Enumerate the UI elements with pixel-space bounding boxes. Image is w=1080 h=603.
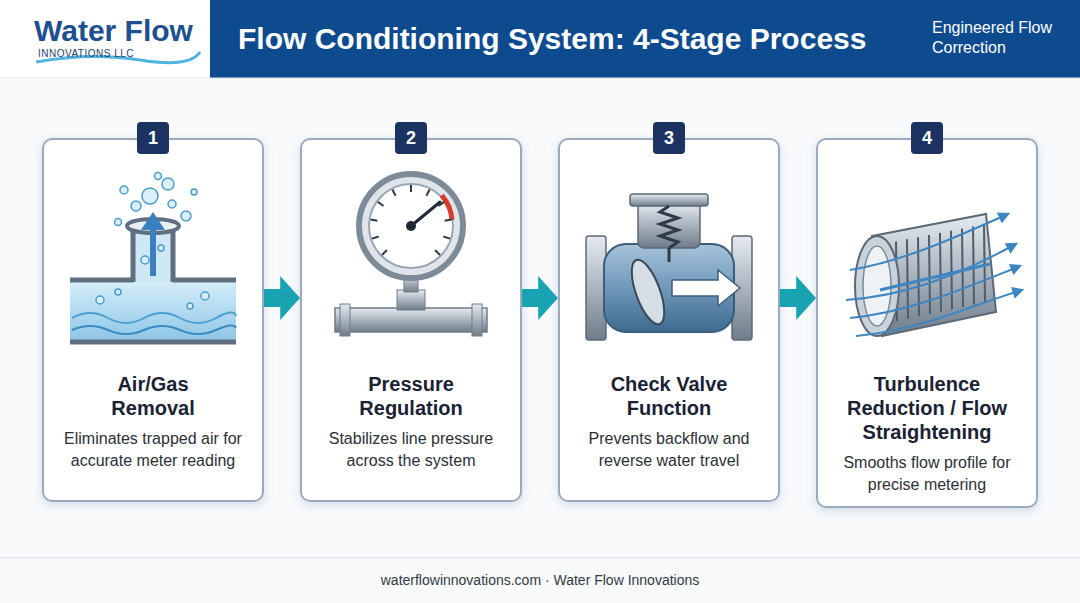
- step-number: 3: [664, 129, 674, 147]
- card-ground: [300, 138, 522, 502]
- step-badge: 4: [911, 122, 943, 154]
- stage-heading: Check Valve Function: [594, 372, 744, 420]
- header-rule: [0, 78, 1080, 79]
- stage-description: Eliminates trapped air for accurate mete…: [50, 428, 256, 471]
- header-tagline: Engineered Flow Correction: [932, 18, 1072, 58]
- stage-description: Stabilizes line pressure across the syst…: [308, 428, 514, 471]
- flow-arrow: [780, 276, 816, 320]
- card-ground: [558, 138, 780, 502]
- stage-description: Smooths flow profile for precise meterin…: [824, 452, 1030, 495]
- card-grounds: [42, 138, 1038, 508]
- header-band: [210, 0, 1080, 78]
- stage-card: Air/Gas RemovalEliminates trapped air fo…: [42, 138, 264, 502]
- footer-caption: waterflowinnovations.com · Water Flow In…: [0, 572, 1080, 588]
- stage-card: Check Valve FunctionPrevents backflow an…: [558, 138, 780, 502]
- step-badge: 1: [137, 122, 169, 154]
- logo-subline: INNOVATIONS LLC: [38, 48, 134, 59]
- flow-arrow: [264, 276, 300, 320]
- flow-arrow: [522, 276, 558, 320]
- stage-heading: Air/Gas Removal: [78, 372, 228, 420]
- step-number: 2: [406, 129, 416, 147]
- step-number: 1: [148, 129, 158, 147]
- page-title: Flow Conditioning System: 4-Stage Proces…: [238, 21, 866, 57]
- flow-straightener: [846, 214, 1022, 336]
- air-release-tee: [70, 173, 236, 343]
- stage-heading: Pressure Regulation: [336, 372, 486, 420]
- check-valve: [586, 194, 752, 340]
- logo-ground: [0, 0, 1080, 78]
- stage-heading: Turbulence Reduction / Flow Straightenin…: [824, 372, 1030, 444]
- step-number: 4: [922, 129, 932, 147]
- stage-description: Prevents backflow and reverse water trav…: [566, 428, 772, 471]
- stage-card: Pressure RegulationStabilizes line press…: [300, 138, 522, 502]
- logo-wordmark: Water Flow: [34, 14, 193, 48]
- card-ground: [816, 138, 1038, 508]
- footer-rule: [0, 558, 1080, 559]
- card-ground: [42, 138, 264, 502]
- pressure-gauge: [335, 174, 487, 336]
- stage-card: Turbulence Reduction / Flow Straightenin…: [816, 138, 1038, 508]
- step-badge: 2: [395, 122, 427, 154]
- step-badge: 3: [653, 122, 685, 154]
